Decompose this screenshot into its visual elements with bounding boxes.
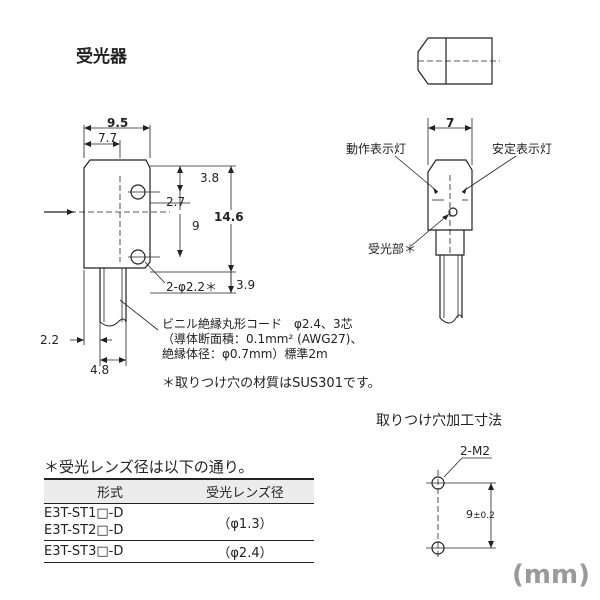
model-name: E3T-ST3□-D <box>44 544 124 559</box>
cord <box>99 268 127 322</box>
mounting-pitch-value: 9 <box>466 508 473 521</box>
unit-label: (mm) <box>512 560 590 590</box>
page-title: 受光器 <box>76 47 127 67</box>
table-cell-model: E3T-ST3□-D <box>44 540 176 563</box>
dim-bottom-offset: 3.9 <box>236 278 256 292</box>
table-row: E3T-ST1□-D E3T-ST2□-D （φ1.3） <box>44 503 314 541</box>
dim-height-overall: 14.6 <box>214 210 244 224</box>
label-receiver: 受光部＊ <box>368 242 417 256</box>
dim-cord-offset: 2.2 <box>40 333 60 347</box>
dim-width-axis: 7.7 <box>98 131 118 145</box>
label-operation-lamp: 動作表示灯 <box>346 142 407 156</box>
model-name: E3T-ST1□-D <box>44 506 124 521</box>
dim-side-width: 7 <box>446 116 455 130</box>
dim-cord-width: 4.8 <box>90 363 110 377</box>
dim-holes: 2-φ2.2＊ <box>166 280 217 294</box>
mounting-holes: 2-M2 <box>460 444 490 458</box>
lens-table: 形式 受光レンズ径 E3T-ST1□-D E3T-ST2□-D （φ1.3） E… <box>44 478 314 563</box>
dim-hole-offset: 2.7 <box>166 195 186 209</box>
model-name: E3T-ST2□-D <box>44 523 124 538</box>
mounting-title: 取りつけ穴加工寸法 <box>376 413 503 429</box>
cord-note: ビニル絶縁丸形コード φ2.4、3芯 （導体断面積：0.1mm² (AWG27)… <box>162 317 362 362</box>
dim-hole-pitch: 9 <box>192 219 200 233</box>
label-stability-lamp: 安定表示灯 <box>492 142 553 156</box>
mounting-pitch: 9±0.2 <box>466 508 495 521</box>
sensor-top-view <box>417 37 493 85</box>
table-cell-lens: （φ1.3） <box>176 503 314 541</box>
dim-top-offset: 3.8 <box>200 171 220 185</box>
cord-note-line2: （導体断面積：0.1mm² (AWG27)、 <box>162 332 363 346</box>
mounting-tolerance: ±0.2 <box>473 511 495 521</box>
lens-table-header-lens: 受光レンズ径 <box>176 478 314 504</box>
receiver-lens <box>448 207 458 217</box>
table-row: E3T-ST3□-D （φ2.4） <box>44 540 314 563</box>
sensor-front-view <box>83 159 151 269</box>
material-note: ＊取りつけ穴の材質はSUS301です。 <box>162 376 381 391</box>
table-cell-model: E3T-ST1□-D E3T-ST2□-D <box>44 503 176 541</box>
sensor-side-view <box>427 159 473 231</box>
table-cell-lens: （φ2.4） <box>176 540 314 563</box>
lens-table-header-model: 形式 <box>44 478 176 504</box>
lens-table-title: ＊受光レンズ径は以下の通り。 <box>44 458 254 476</box>
cord-note-line3: 絶縁体径：φ0.7mm）標準2m <box>162 347 328 361</box>
dim-width-overall: 9.5 <box>107 116 129 130</box>
cord-note-line1: ビニル絶縁丸形コード φ2.4、3芯 <box>162 317 353 331</box>
